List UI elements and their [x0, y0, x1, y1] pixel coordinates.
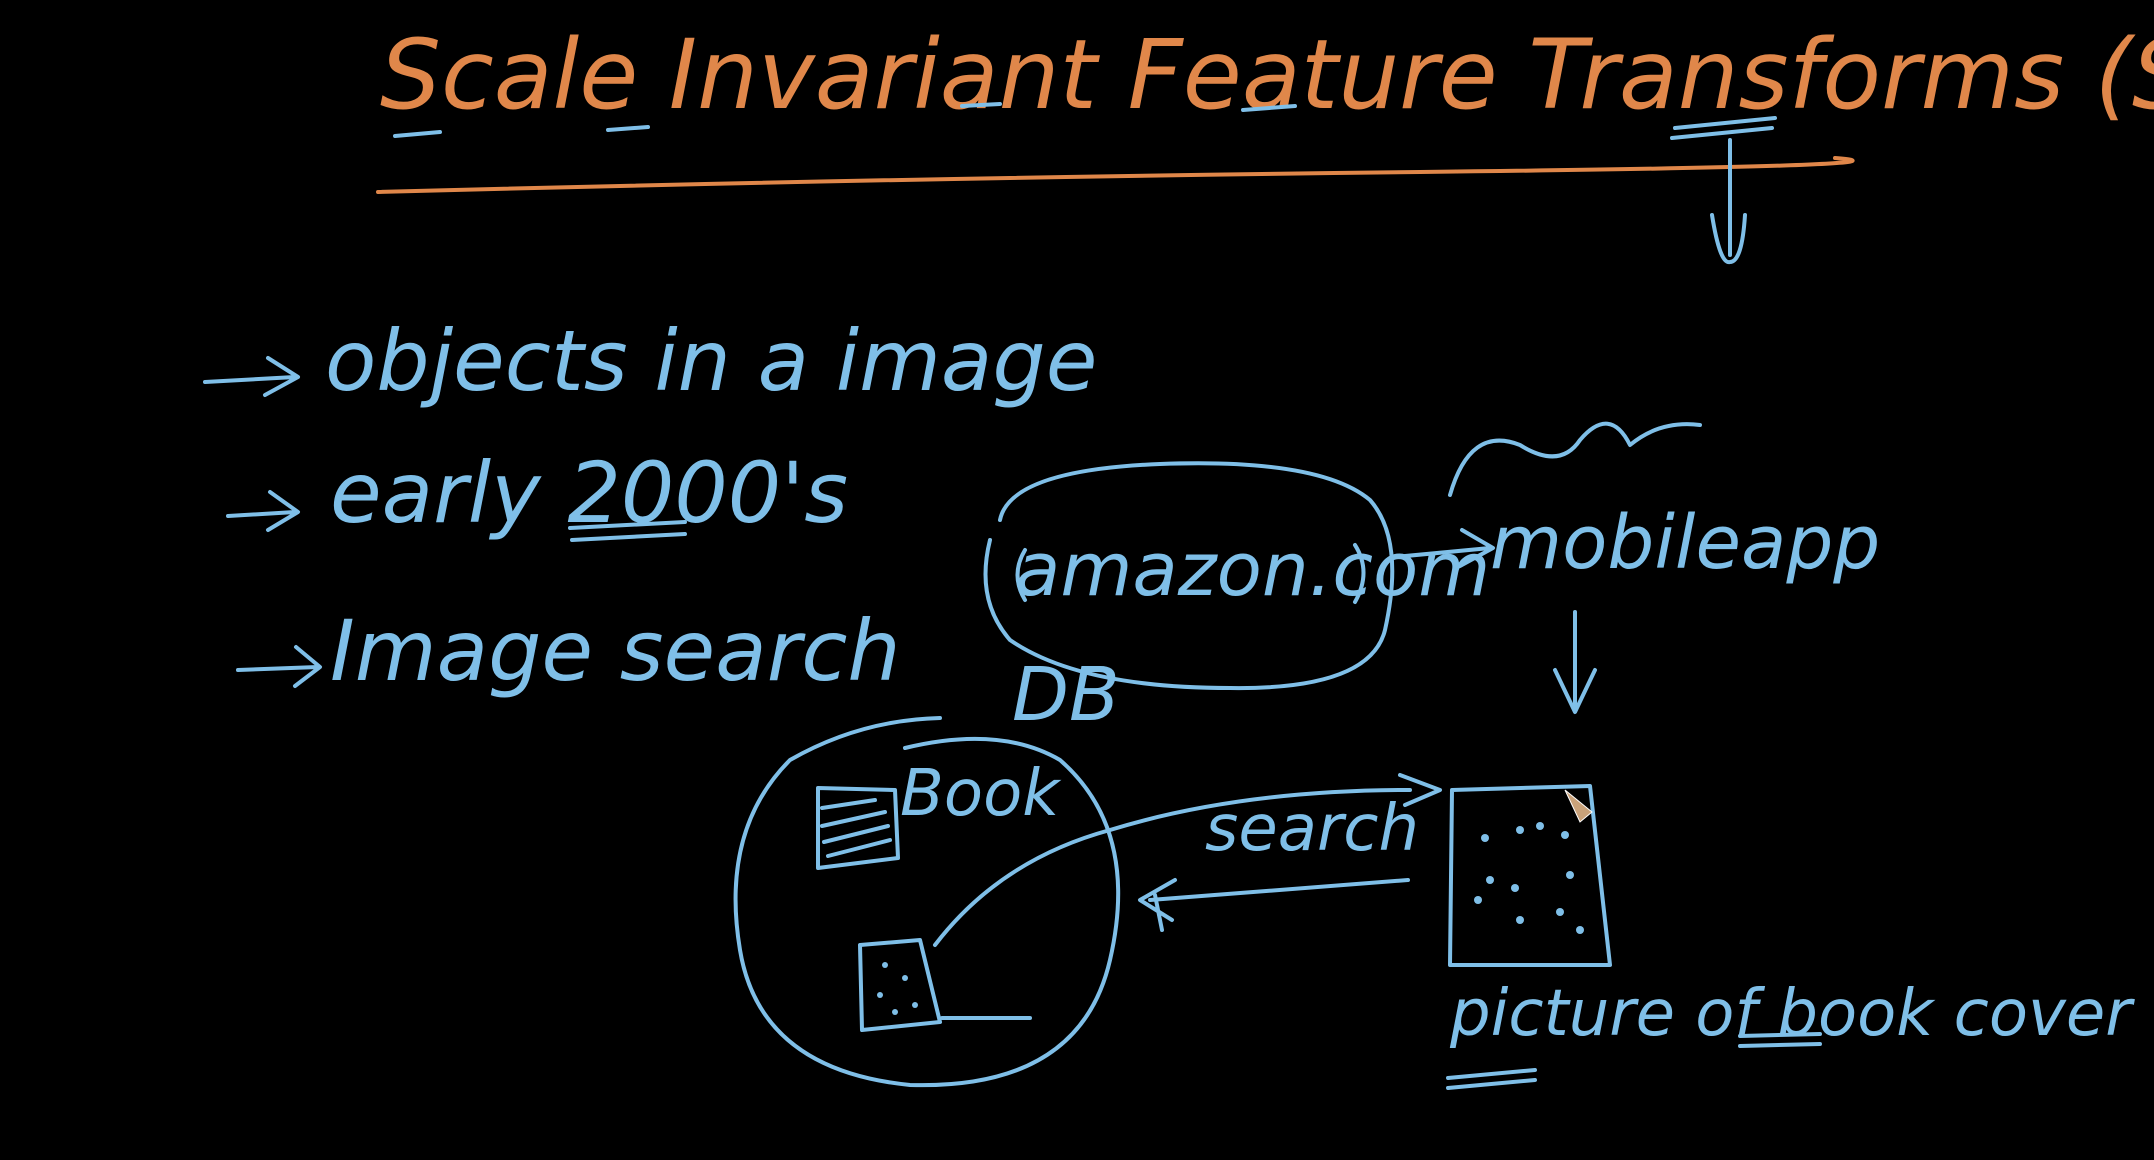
bullet-1: objects in a image: [325, 312, 1097, 410]
emphasis-mark-f: [960, 102, 1002, 108]
bullet-arrow-icon: [236, 645, 322, 688]
book-cover-picture-icon: [1448, 784, 1612, 967]
bullet-3: Image search: [330, 602, 901, 700]
mobile-label: mobileapp: [1490, 500, 1880, 586]
emphasis-mark-i: [606, 125, 650, 132]
bullet-arrow-icon: [203, 356, 300, 397]
emphasis-double-underline: [568, 520, 687, 542]
database-circle: [733, 716, 1121, 1088]
arrow-right-icon: [1393, 528, 1495, 568]
picture-caption: picture of book cover: [1449, 977, 2135, 1051]
amazon-label: amazon.com: [1015, 527, 1490, 613]
title-underline: [376, 156, 1855, 194]
book-label: Book: [900, 757, 1062, 831]
emphasis-mark-s: [393, 130, 442, 138]
return-arrow-icon: [1138, 878, 1410, 932]
db-label: DB: [1012, 652, 1120, 738]
wave-scribble: [1448, 421, 1702, 497]
down-arrow-icon: [1710, 138, 1747, 265]
bullet-arrow-icon: [226, 490, 300, 532]
caption-double-underline: [1738, 1032, 1822, 1048]
amazon-parentheses: [1015, 543, 1366, 604]
amazon-cloud-outline: [983, 461, 1395, 691]
caption-underline: [1446, 1068, 1537, 1090]
pen-cursor-icon: [1564, 789, 1593, 823]
title-text: Scale Invariant Feature Transforms (SIFT…: [380, 19, 2154, 131]
emphasis-mark-t: [1241, 104, 1297, 112]
search-arc-arrow: [933, 773, 1442, 947]
arrow-down-icon: [1553, 610, 1597, 714]
sift-double-underline: [1670, 116, 1777, 140]
book-cover-thumbnail-icon: [858, 938, 942, 1032]
search-label: search: [1205, 792, 1419, 866]
book-icon: [816, 786, 900, 870]
